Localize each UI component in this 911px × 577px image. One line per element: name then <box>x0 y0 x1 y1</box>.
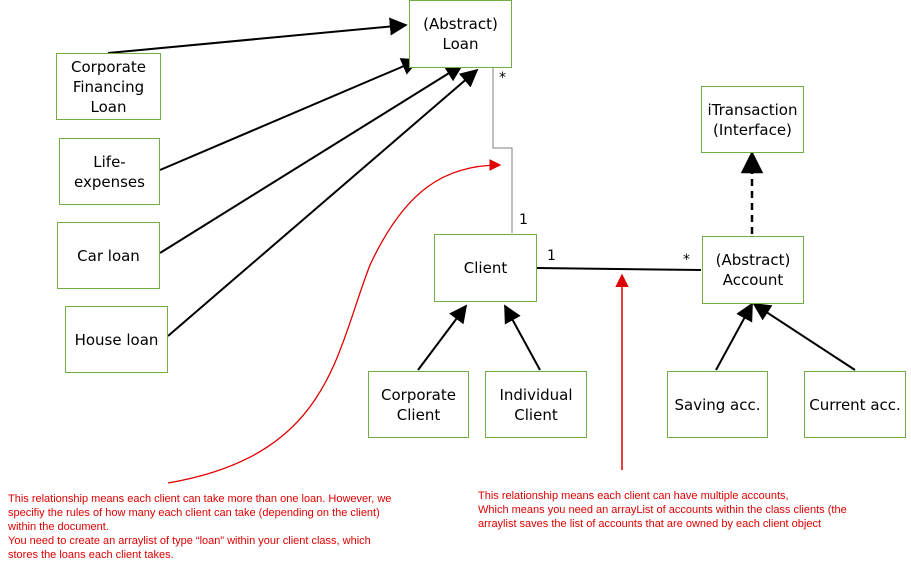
corporate-client-line-2: Client <box>396 405 441 424</box>
current-acc-label: Current acc. <box>809 395 901 414</box>
edge-corporate-financing-to-loan <box>107 17 408 54</box>
edge-life-expenses-to-loan <box>159 58 420 171</box>
account-class-box[interactable]: (Abstract) Account <box>702 236 804 304</box>
account-class-stereotype: (Abstract) <box>715 251 791 269</box>
loan-class-box[interactable]: (Abstract) Loan <box>409 0 512 68</box>
car-loan-label: Car loan <box>77 246 140 265</box>
life-expenses-box[interactable]: Life-expenses <box>59 138 160 205</box>
loan-class-stereotype: (Abstract) <box>423 15 498 33</box>
annotation-loan-relationship: This relationship means each client can … <box>8 493 392 561</box>
corporate-financing-loan-line-3: Loan <box>90 97 127 116</box>
corporate-client-line-1: Corporate <box>381 385 456 404</box>
corporate-financing-loan-line-2: Financing <box>72 77 145 96</box>
multiplicity-client-account-side: 1 <box>547 248 556 264</box>
edge-corporate-client-to-client <box>417 304 468 371</box>
edge-saving-acc-to-account <box>715 302 753 371</box>
itransaction-interface-box[interactable]: iTransaction(Interface) <box>701 86 804 153</box>
saving-acc-box[interactable]: Saving acc. <box>667 371 768 438</box>
edge-loan-client-association <box>492 68 513 233</box>
life-expenses-line-1: Life- <box>93 152 126 171</box>
house-loan-box[interactable]: House loan <box>65 306 168 373</box>
current-acc-box[interactable]: Current acc. <box>804 371 906 438</box>
client-class-name: Client <box>463 259 508 277</box>
corporate-financing-loan-line-1: Corporate <box>71 57 146 76</box>
client-class-box[interactable]: Client <box>434 234 537 302</box>
multiplicity-loan-side: * <box>499 70 506 86</box>
edge-individual-client-to-client <box>504 304 541 371</box>
multiplicity-client-loan-side: 1 <box>519 212 528 228</box>
car-loan-box[interactable]: Car loan <box>57 222 160 289</box>
loan-class-name: Loan <box>442 35 479 53</box>
life-expenses-line-2: expenses <box>74 172 145 191</box>
edge-client-account-association <box>536 267 702 271</box>
saving-acc-label: Saving acc. <box>674 395 761 414</box>
annotation-arrow-loan-relationship <box>167 159 502 484</box>
itransaction-name: iTransaction <box>707 100 798 119</box>
edge-current-acc-to-account <box>752 303 856 371</box>
itransaction-stereotype: (Interface) <box>713 120 792 139</box>
individual-client-line-2: Client <box>514 405 558 424</box>
house-loan-label: House loan <box>74 330 159 349</box>
edge-car-loan-to-loan <box>159 64 464 254</box>
account-class-name: Account <box>722 271 784 289</box>
annotation-account-relationship: This relationship means each client can … <box>478 490 847 530</box>
edge-house-loan-to-loan <box>167 68 479 337</box>
individual-client-line-1: Individual <box>499 385 573 404</box>
multiplicity-account-side: * <box>683 252 690 268</box>
